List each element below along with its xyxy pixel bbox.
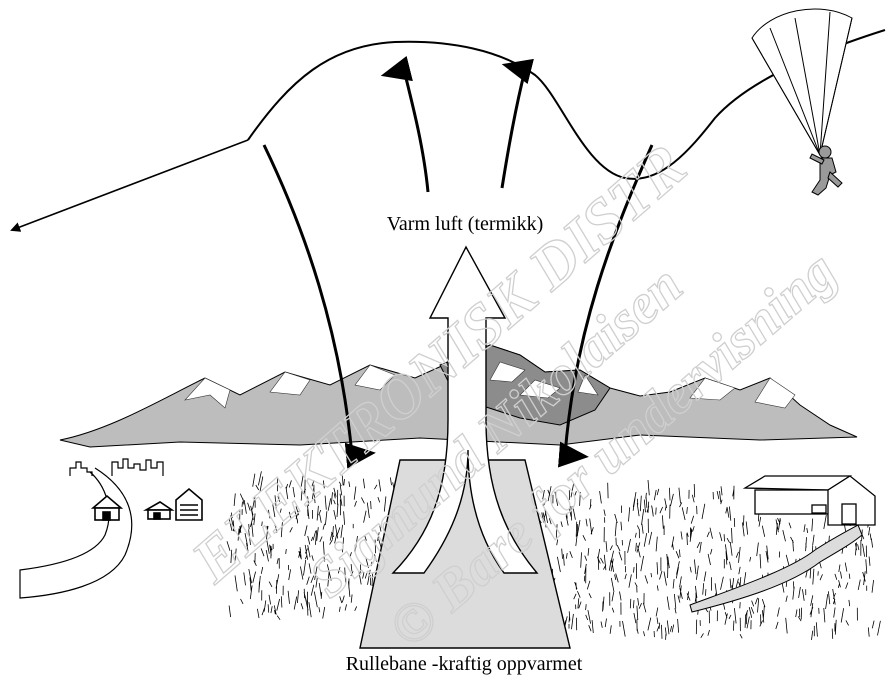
paraglider-icon xyxy=(752,9,852,195)
up-arrow-right xyxy=(502,70,525,188)
right-path xyxy=(690,525,862,612)
house-icon xyxy=(93,496,121,520)
house-icon xyxy=(745,476,875,525)
city-skyline-icon xyxy=(70,459,163,476)
left-road xyxy=(20,468,132,598)
up-arrow-left xyxy=(404,70,428,192)
barn-icon xyxy=(176,489,202,520)
house-icon xyxy=(146,502,172,519)
inversion-line-left xyxy=(12,140,248,230)
warm-air-label: Varm luft (termikk) xyxy=(387,213,544,235)
runway-label: Rullebane -kraftig oppvarmet xyxy=(346,653,583,675)
